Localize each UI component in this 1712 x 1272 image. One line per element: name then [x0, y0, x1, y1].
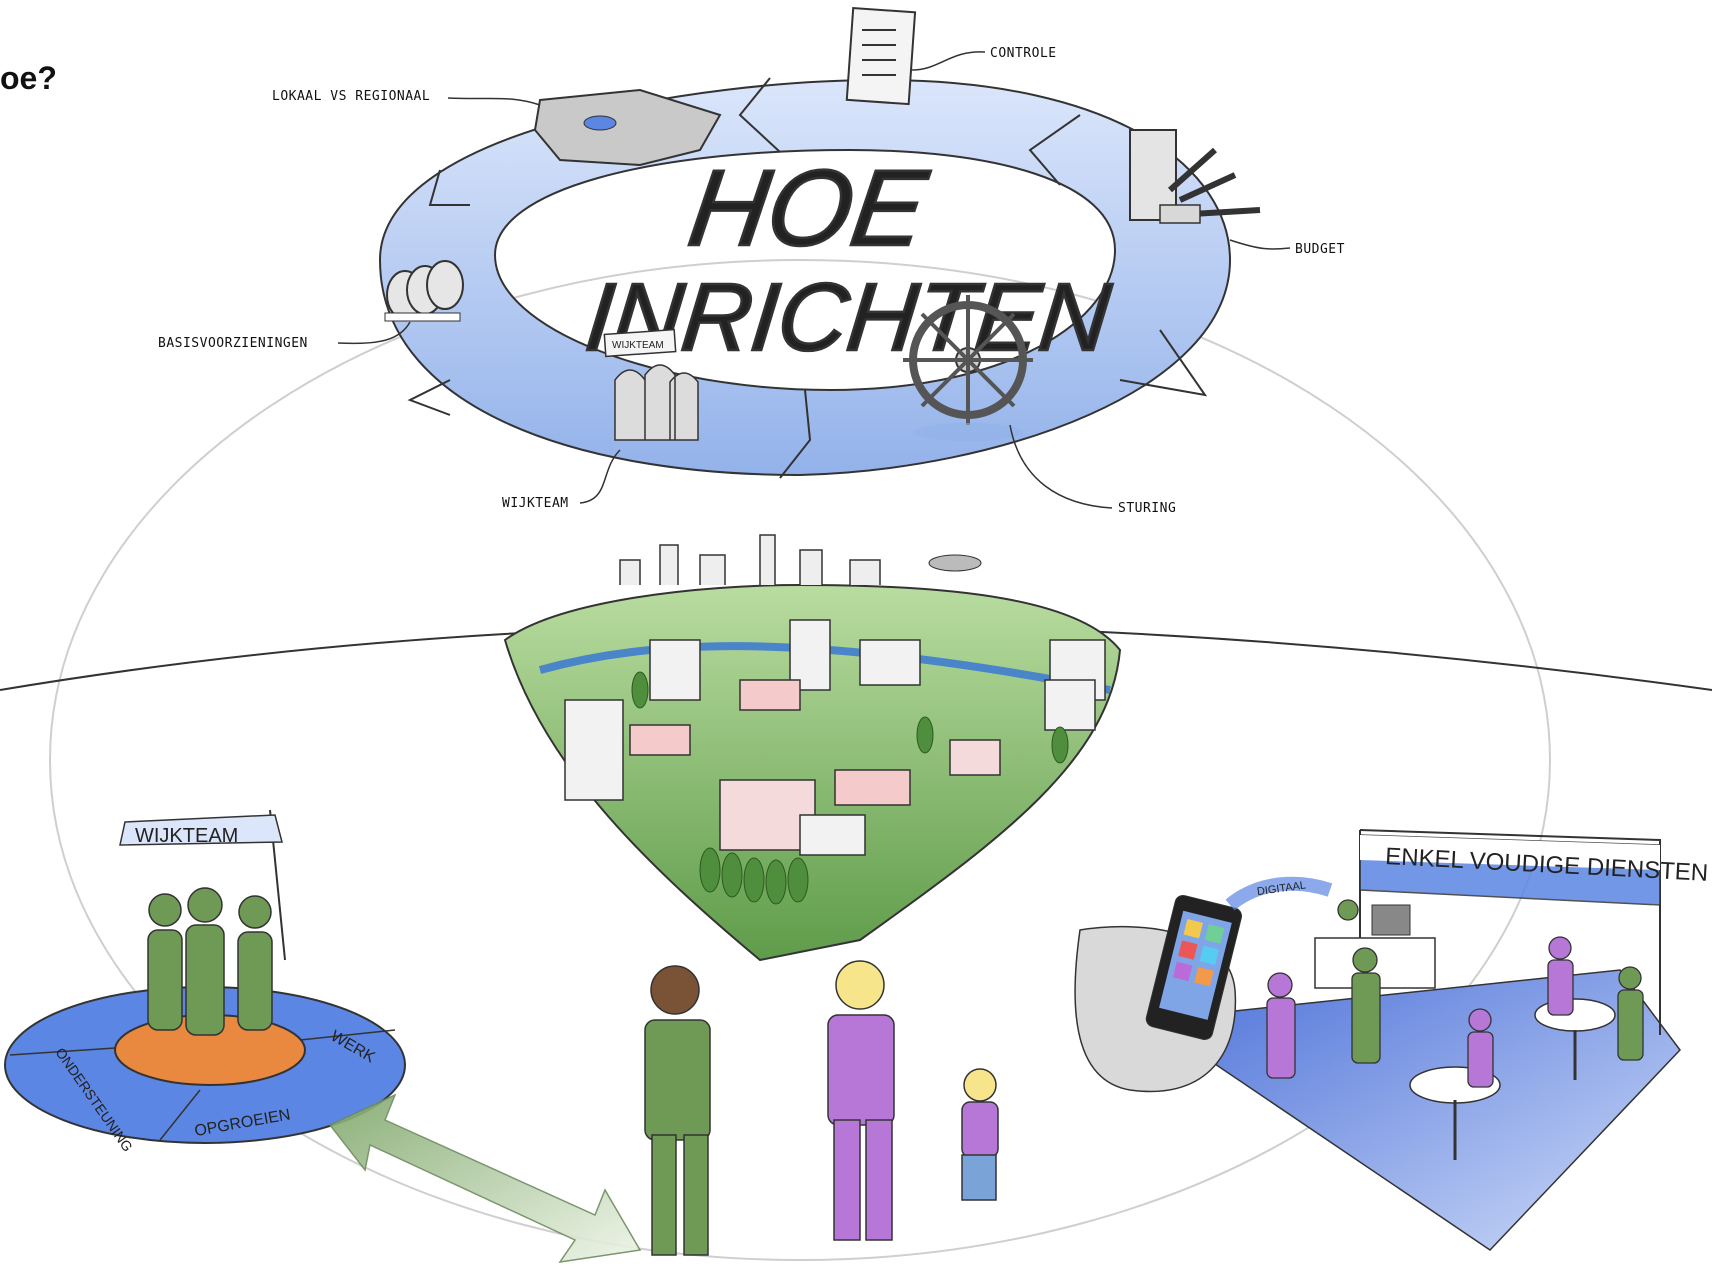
- cycle-wijkteam-group: WIJKTEAM: [603, 328, 699, 441]
- background-ellipse: [49, 259, 1551, 1261]
- lokaal-leader: [447, 97, 541, 106]
- wijkteam-leader: [579, 449, 621, 504]
- checklist-icon: [845, 6, 917, 106]
- left-wijkteam-banner: [119, 809, 286, 961]
- smartphone-icon: [1074, 894, 1243, 1093]
- cycle-title-line2: INRICHTEN: [581, 264, 1115, 371]
- budget-leader: [1229, 239, 1291, 250]
- map-region-icon: [533, 88, 722, 167]
- ships-wheel-icon: [903, 295, 1033, 441]
- services-banner: [1359, 834, 1661, 906]
- label-basis: BASISVOORZIENINGEN: [158, 336, 308, 351]
- digital-arrow: [1225, 876, 1333, 911]
- family-figures: [644, 960, 999, 1256]
- label-wijkteam: WIJKTEAM: [502, 496, 569, 511]
- resource-rolls-icon: [384, 260, 464, 322]
- sturing-leader: [1009, 424, 1113, 509]
- cycle-wijkteam-sign: WIJKTEAM: [612, 340, 664, 351]
- page-heading: oe?: [0, 60, 57, 96]
- left-wijkteam-figures: [147, 887, 273, 1036]
- label-sturing: STURING: [1118, 501, 1176, 516]
- label-lokaal: LOKAAL VS REGIONAAL: [272, 89, 430, 104]
- basis-leader: [337, 321, 411, 345]
- cycle-title-line1: HOE: [682, 147, 935, 267]
- left-wijkteam-disc: [4, 986, 406, 1144]
- double-arrow: [328, 1093, 642, 1263]
- city-landscape: [503, 534, 1122, 962]
- label-budget: BUDGET: [1295, 242, 1345, 257]
- left-banner-text: WIJKTEAM: [135, 825, 238, 847]
- label-controle: CONTROLE: [990, 46, 1057, 61]
- service-tables: [1409, 998, 1616, 1160]
- controle-leader: [911, 51, 986, 71]
- service-people: [1266, 899, 1644, 1088]
- budget-icon: [1129, 129, 1261, 224]
